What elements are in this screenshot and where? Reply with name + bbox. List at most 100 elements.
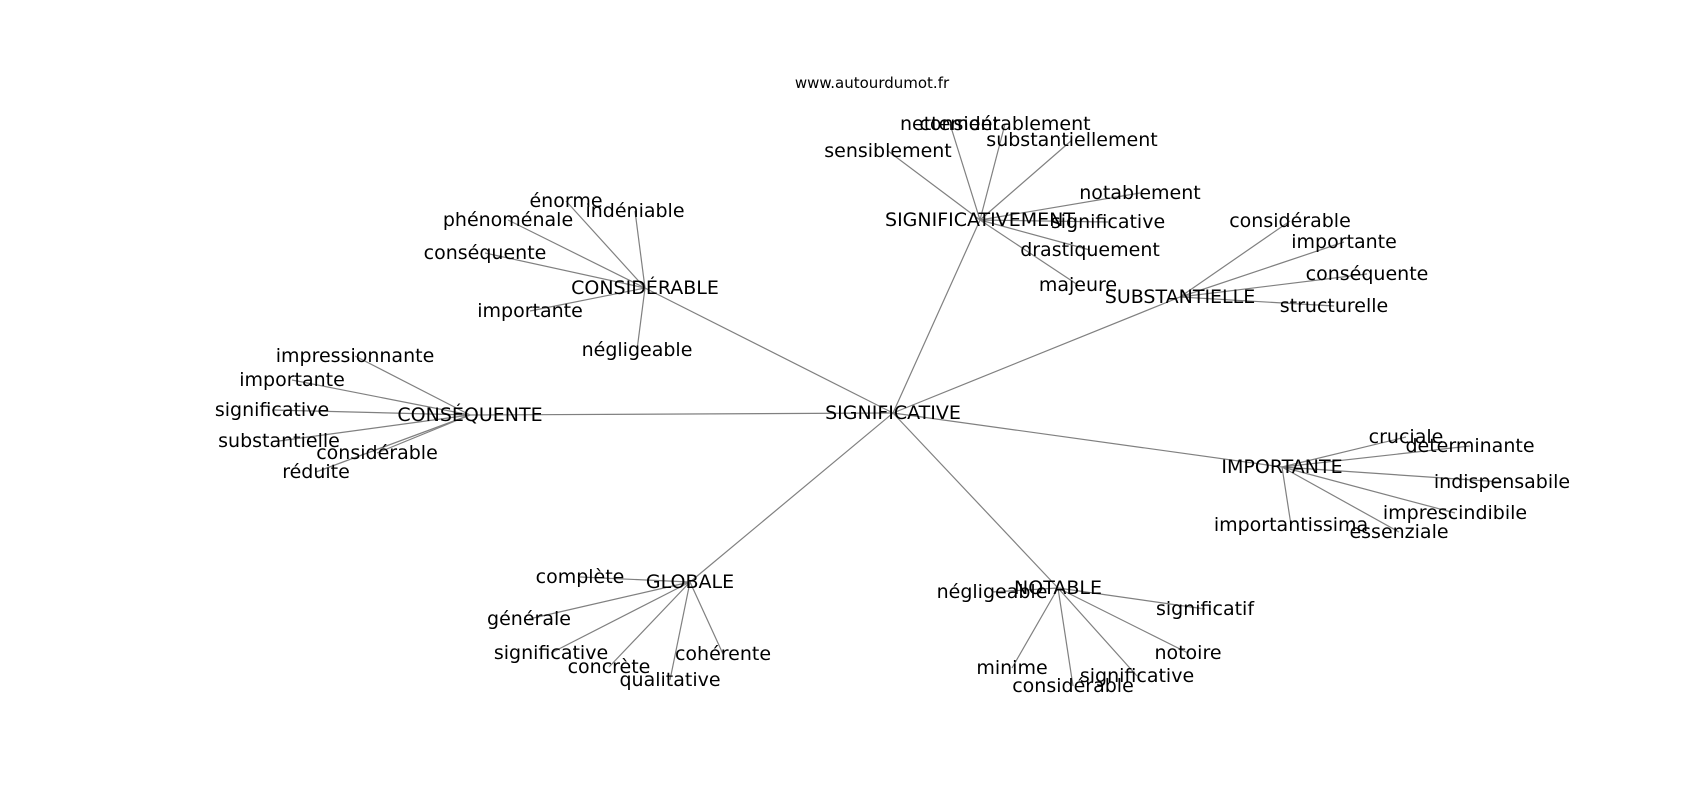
leaf-node-label: négligeable [937, 581, 1048, 603]
edge-substantielle-leaf-3 [1179, 296, 1335, 307]
leaf-node-label: substantiellement [986, 129, 1157, 151]
hub-node-label-significativement: SIGNIFICATIVEMENT [885, 209, 1075, 231]
leaf-node-label: indéniable [585, 200, 684, 222]
leaf-node-label: determinante [1405, 435, 1534, 457]
center-node-label: SIGNIFICATIVE [825, 402, 961, 424]
edge-notable-leaf-3 [1011, 587, 1059, 669]
hub-node-label-substantielle: SUBSTANTIELLE [1105, 286, 1255, 308]
edge-consequente-leaf-0 [354, 355, 471, 416]
leaf-node-label: conséquente [1306, 263, 1429, 285]
edge-consequente-leaf-3 [278, 414, 471, 442]
leaf-node-label: sensiblement [824, 140, 952, 162]
edge-considerable-leaf-4 [529, 287, 646, 312]
edge-globale-leaf-4 [689, 581, 724, 655]
hub-node-label-considerable: CONSIDÉRABLE [571, 276, 719, 299]
edge-consequente-leaf-2 [271, 409, 471, 416]
edge-center-notable [892, 412, 1059, 589]
leaf-node-label: énorme [529, 190, 602, 212]
edge-substantielle-leaf-0 [1179, 220, 1291, 298]
edge-importante-leaf-4 [1281, 466, 1292, 526]
edge-globale-leaf-0 [579, 576, 691, 583]
edge-consequente-leaf-5 [315, 414, 471, 473]
edge-globale-leaf-3 [608, 581, 691, 668]
leaf-node-label: notoire [1154, 642, 1221, 664]
edge-center-considerable [644, 287, 894, 414]
edge-notable-leaf-4 [1057, 587, 1138, 677]
edge-significativement-leaf-5 [979, 219, 1109, 223]
edge-significativement-leaf-4 [979, 192, 1141, 221]
edge-notable-leaf-0 [991, 587, 1059, 593]
edge-importante-leaf-5 [1281, 466, 1400, 533]
leaf-node-label: imprescindibile [1383, 502, 1527, 524]
leaf-node-label: importante [477, 300, 583, 322]
edge-center-substantielle [892, 296, 1181, 414]
leaf-node-label: complète [536, 566, 625, 588]
edge-substantielle-leaf-1 [1179, 241, 1345, 298]
leaf-node-label: substantielle [218, 430, 340, 452]
leaf-node-label: significative [1080, 665, 1194, 687]
leaf-node-label: essenziale [1349, 521, 1448, 543]
edge-importante-leaf-3 [1281, 466, 1456, 514]
leaf-node-label: qualitative [619, 669, 720, 691]
leaf-node-label: importante [239, 369, 345, 391]
leaf-node-label: indispensabile [1434, 471, 1570, 493]
edge-considerable-leaf-5 [636, 287, 646, 351]
leaf-node-label: considérable [316, 442, 438, 464]
leaf-node-label: cohérente [675, 643, 771, 665]
leaf-node-label: conséquente [424, 242, 547, 264]
hub-node-label-globale: GLOBALE [646, 571, 734, 593]
edges [271, 123, 1503, 687]
edge-importante-leaf-0 [1281, 436, 1407, 468]
edge-significativement-leaf-0 [949, 123, 981, 221]
leaf-node-label: structurelle [1280, 295, 1388, 317]
leaf-node-label: nettement [900, 113, 1000, 135]
edge-consequente-leaf-1 [291, 379, 471, 416]
leaf-node-label: impressionnante [276, 345, 435, 367]
leaf-node-label: considérablement [919, 113, 1090, 135]
leaf-node-label: concrète [568, 656, 651, 678]
leaf-node-label: réduite [282, 461, 350, 483]
leaf-node-label: significative [215, 399, 329, 421]
edge-significativement-leaf-3 [887, 150, 981, 221]
edge-considerable-leaf-1 [634, 210, 646, 289]
edge-importante-leaf-1 [1281, 445, 1471, 468]
edge-notable-leaf-5 [1057, 587, 1074, 687]
hub-node-label-notable: NOTABLE [1014, 577, 1102, 599]
leaf-node-label: considérable [1012, 675, 1134, 697]
edge-center-importante [892, 412, 1283, 468]
leaf-node-label: minime [976, 657, 1047, 679]
leaf-node-label: notablement [1079, 182, 1200, 204]
leaf-node-label: significative [494, 642, 608, 664]
source-url: www.autourdumot.fr [795, 74, 950, 92]
edge-center-significativement [892, 219, 981, 414]
edge-notable-leaf-1 [1057, 587, 1206, 610]
leaf-node-label: considérable [1229, 210, 1351, 232]
hub-node-label-consequente: CONSÉQUENTE [397, 403, 542, 426]
leaf-node-label: cruciale [1369, 426, 1444, 448]
edge-globale-leaf-2 [550, 581, 691, 654]
edge-considerable-leaf-2 [507, 219, 646, 289]
leaf-node-label: générale [487, 608, 571, 630]
labels: SIGNIFICATIVESIGNIFICATIVEMENTnettementc… [215, 113, 1570, 697]
leaf-node-label: négligeable [582, 339, 693, 361]
edge-notable-leaf-2 [1057, 587, 1189, 654]
leaf-node-label: significative [1051, 211, 1165, 233]
edge-considerable-leaf-0 [565, 200, 646, 289]
edge-center-consequente [469, 412, 894, 416]
edge-significativement-leaf-1 [979, 123, 1006, 221]
edge-importante-leaf-2 [1281, 466, 1503, 483]
edge-considerable-leaf-3 [484, 252, 646, 289]
edge-significativement-leaf-6 [979, 219, 1091, 251]
edge-significativement-leaf-7 [979, 219, 1079, 286]
leaf-node-label: importante [1291, 231, 1397, 253]
leaf-node-label: majeure [1039, 274, 1117, 296]
leaf-node-label: phénoménale [443, 209, 573, 231]
edge-globale-leaf-5 [669, 581, 691, 681]
hub-node-label-importante: IMPORTANTE [1221, 456, 1342, 478]
leaf-node-label: significatif [1156, 598, 1255, 620]
edge-significativement-leaf-2 [979, 139, 1073, 221]
edge-center-globale [689, 412, 894, 583]
leaf-node-label: importantissima [1214, 514, 1368, 536]
edge-substantielle-leaf-2 [1179, 273, 1368, 298]
